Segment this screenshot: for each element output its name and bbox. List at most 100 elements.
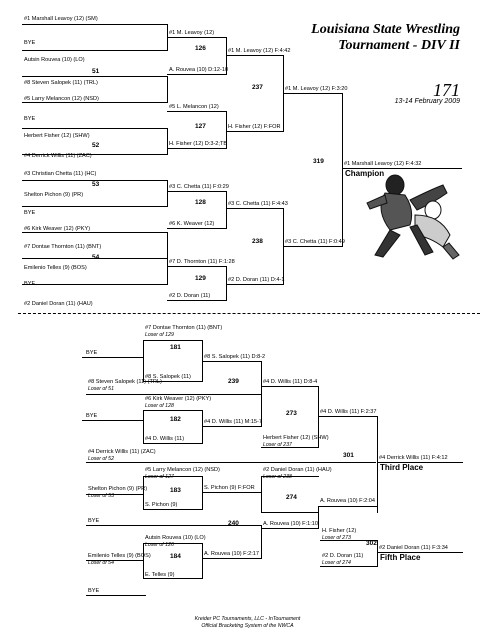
title-line-2: Tournament - DIV II — [338, 38, 460, 53]
entrant: #8 Steven Salopek (11) (TRL) — [88, 379, 162, 385]
bout-number: 301 — [343, 452, 354, 459]
third-place-label: Third Place — [380, 463, 424, 472]
loser-of: Loser of 129 — [145, 332, 174, 338]
winner: A. Rouvea (10) F:2:17 — [204, 551, 260, 557]
bout-number: 181 — [170, 344, 181, 351]
winner: A. Rouvea (10) D:12-10 — [169, 67, 229, 73]
bout-number: 126 — [195, 45, 206, 52]
bout-number: 54 — [92, 254, 100, 261]
footer-line-2: Official Bracketing System of the NWCA — [201, 623, 294, 629]
winner: #8 S. Salopek (11) — [145, 374, 191, 380]
winner: #3 C. Chetta (11) F:4:43 — [228, 201, 288, 207]
tournament-dates: 13-14 February 2009 — [394, 98, 460, 105]
bout-number: 129 — [195, 275, 206, 282]
winner: #4 D. Willis (11) D:8-4 — [263, 379, 318, 385]
bout-number: 51 — [92, 68, 100, 75]
bout-number: 128 — [195, 199, 206, 206]
entrant: #8 Steven Salopek (11) (TRL) — [24, 80, 98, 86]
entrant: Emilenio Telles (9) (BOS) — [24, 265, 87, 271]
bout-number: 53 — [92, 181, 100, 188]
loser-of: Loser of 238 — [263, 474, 292, 480]
entrant: #7 Dontae Thornton (11) (BNT) — [24, 244, 102, 250]
winner: #4 D. Willis (11) F:2:37 — [320, 409, 377, 415]
entrant: #5 Larry Melancon (12) (NSD) — [145, 467, 220, 473]
entrant: Herbert Fisher (12) (SHW) — [24, 133, 90, 139]
fifth-place-label: Fifth Place — [380, 553, 421, 562]
entrant: #2 D. Doran (11) — [322, 553, 364, 559]
loser-of: Loser of 53 — [88, 493, 114, 499]
wrestlers-illustration — [366, 174, 460, 260]
footer-line-1: Kreider PC Tournaments, LLC - InTourname… — [194, 616, 301, 622]
bout-number: 237 — [252, 84, 263, 91]
bout-number: 52 — [92, 142, 100, 149]
winner: #1 M. Leavoy (12) F:3:20 — [285, 86, 348, 92]
bout-number: 240 — [228, 520, 239, 527]
winner: H. Fisher (12) F:FOR — [228, 124, 281, 130]
entrant: Shelton Pichon (9) (PR) — [24, 192, 84, 198]
entrant: Herbert Fisher (12) (SHW) — [263, 435, 329, 441]
entrant: BYE — [24, 116, 36, 122]
winner: #3 C. Chetta (11) F:0:49 — [285, 239, 345, 245]
bout-number: 319 — [313, 158, 324, 165]
third-place-result: #4 Derrick Willis (11) F:4:12 — [379, 455, 448, 461]
winner: A. Rouvea (10) F:2:04 — [320, 498, 376, 504]
entrant: #2 Daniel Doran (11) (HAU) — [24, 301, 93, 307]
entrant: BYE — [24, 281, 36, 287]
winner: #7 D. Thornton (11) F:1:28 — [169, 259, 235, 265]
loser-of: Loser of 126 — [145, 542, 174, 548]
bout-number: 302 — [366, 540, 377, 547]
winner: #2 D. Doran (11) — [169, 293, 211, 299]
champion: #1 Marshall Leavoy (12) F:4:32 — [344, 161, 422, 167]
loser-of: Loser of 128 — [145, 403, 174, 409]
bout-number: 127 — [195, 123, 206, 130]
section-divider — [18, 313, 480, 314]
entrant: BYE — [24, 210, 36, 216]
fifth-place-result: #2 Daniel Doran (11) F:3:34 — [379, 545, 448, 551]
entrant: Emilenio Telles (9) (BOS) — [88, 553, 151, 559]
entrant: Autsin Rouvea (10) (LO) — [145, 535, 206, 541]
bout-number: 184 — [170, 553, 181, 560]
winner: #1 M. Leavoy (12) F:4:42 — [228, 48, 291, 54]
entrant: BYE — [88, 518, 100, 524]
winner: #4 D. Willis (11) M:15-7 — [204, 419, 263, 425]
winner: E. Telles (9) — [145, 572, 175, 578]
weight-class: 171 — [433, 80, 460, 100]
winner: S. Pichon (9) — [145, 502, 178, 508]
entrant: #3 Christian Chetta (11) (HC) — [24, 171, 97, 177]
winner: #4 D. Willis (11) — [145, 436, 185, 442]
loser-of: Loser of 52 — [88, 456, 114, 462]
entrant: #4 Derrick Willis (11) (ZAC) — [88, 449, 156, 455]
entrant: #7 Dontae Thornton (11) (BNT) — [145, 325, 223, 331]
loser-of: Loser of 237 — [263, 442, 292, 448]
entrant: BYE — [86, 350, 98, 356]
loser-of: Loser of 127 — [145, 474, 174, 480]
entrant: Autsin Rouvea (10) (LO) — [24, 57, 85, 63]
entrant: #6 Kirk Weaver (12) (PKY) — [24, 226, 91, 232]
entrant: BYE — [86, 413, 98, 419]
bout-number: 273 — [286, 410, 297, 417]
title-line-1: Louisiana State Wrestling — [311, 22, 460, 37]
entrant: #2 Daniel Doran (11) (HAU) — [263, 467, 332, 473]
entrant: BYE — [24, 40, 36, 46]
champion-label: Champion — [345, 169, 385, 178]
winner: #2 D. Doran (11) D:4-1 — [228, 277, 285, 283]
loser-of: Loser of 274 — [322, 560, 351, 566]
winner: #1 M. Leavoy (12) — [169, 30, 215, 36]
winner: #3 C. Chetta (11) F:0:29 — [169, 184, 229, 190]
entrant: Shelton Pichon (9) (PR) — [88, 486, 148, 492]
winner: A. Rouvea (10) F:1:10 — [263, 521, 319, 527]
entrant: BYE — [88, 588, 100, 594]
winner: #5 L. Melancon (12) — [169, 104, 219, 110]
entrant: #1 Marshall Leavoy (12) (SM) — [24, 16, 98, 22]
winner: #8 S. Salopek (11) D:8-2 — [204, 354, 266, 360]
winner: S. Pichon (9) F:FOR — [204, 485, 255, 491]
bout-number: 274 — [286, 494, 297, 501]
entrant: #5 Larry Melancon (12) (NSD) — [24, 96, 99, 102]
bout-number: 182 — [170, 416, 181, 423]
entrant: #6 Kirk Weaver (12) (PKY) — [145, 396, 212, 402]
bout-number: 238 — [252, 238, 263, 245]
winner: #6 K. Weaver (12) — [169, 221, 215, 227]
loser-of: Loser of 273 — [322, 535, 351, 541]
loser-of: Loser of 51 — [88, 386, 114, 392]
bout-number: 183 — [170, 487, 181, 494]
